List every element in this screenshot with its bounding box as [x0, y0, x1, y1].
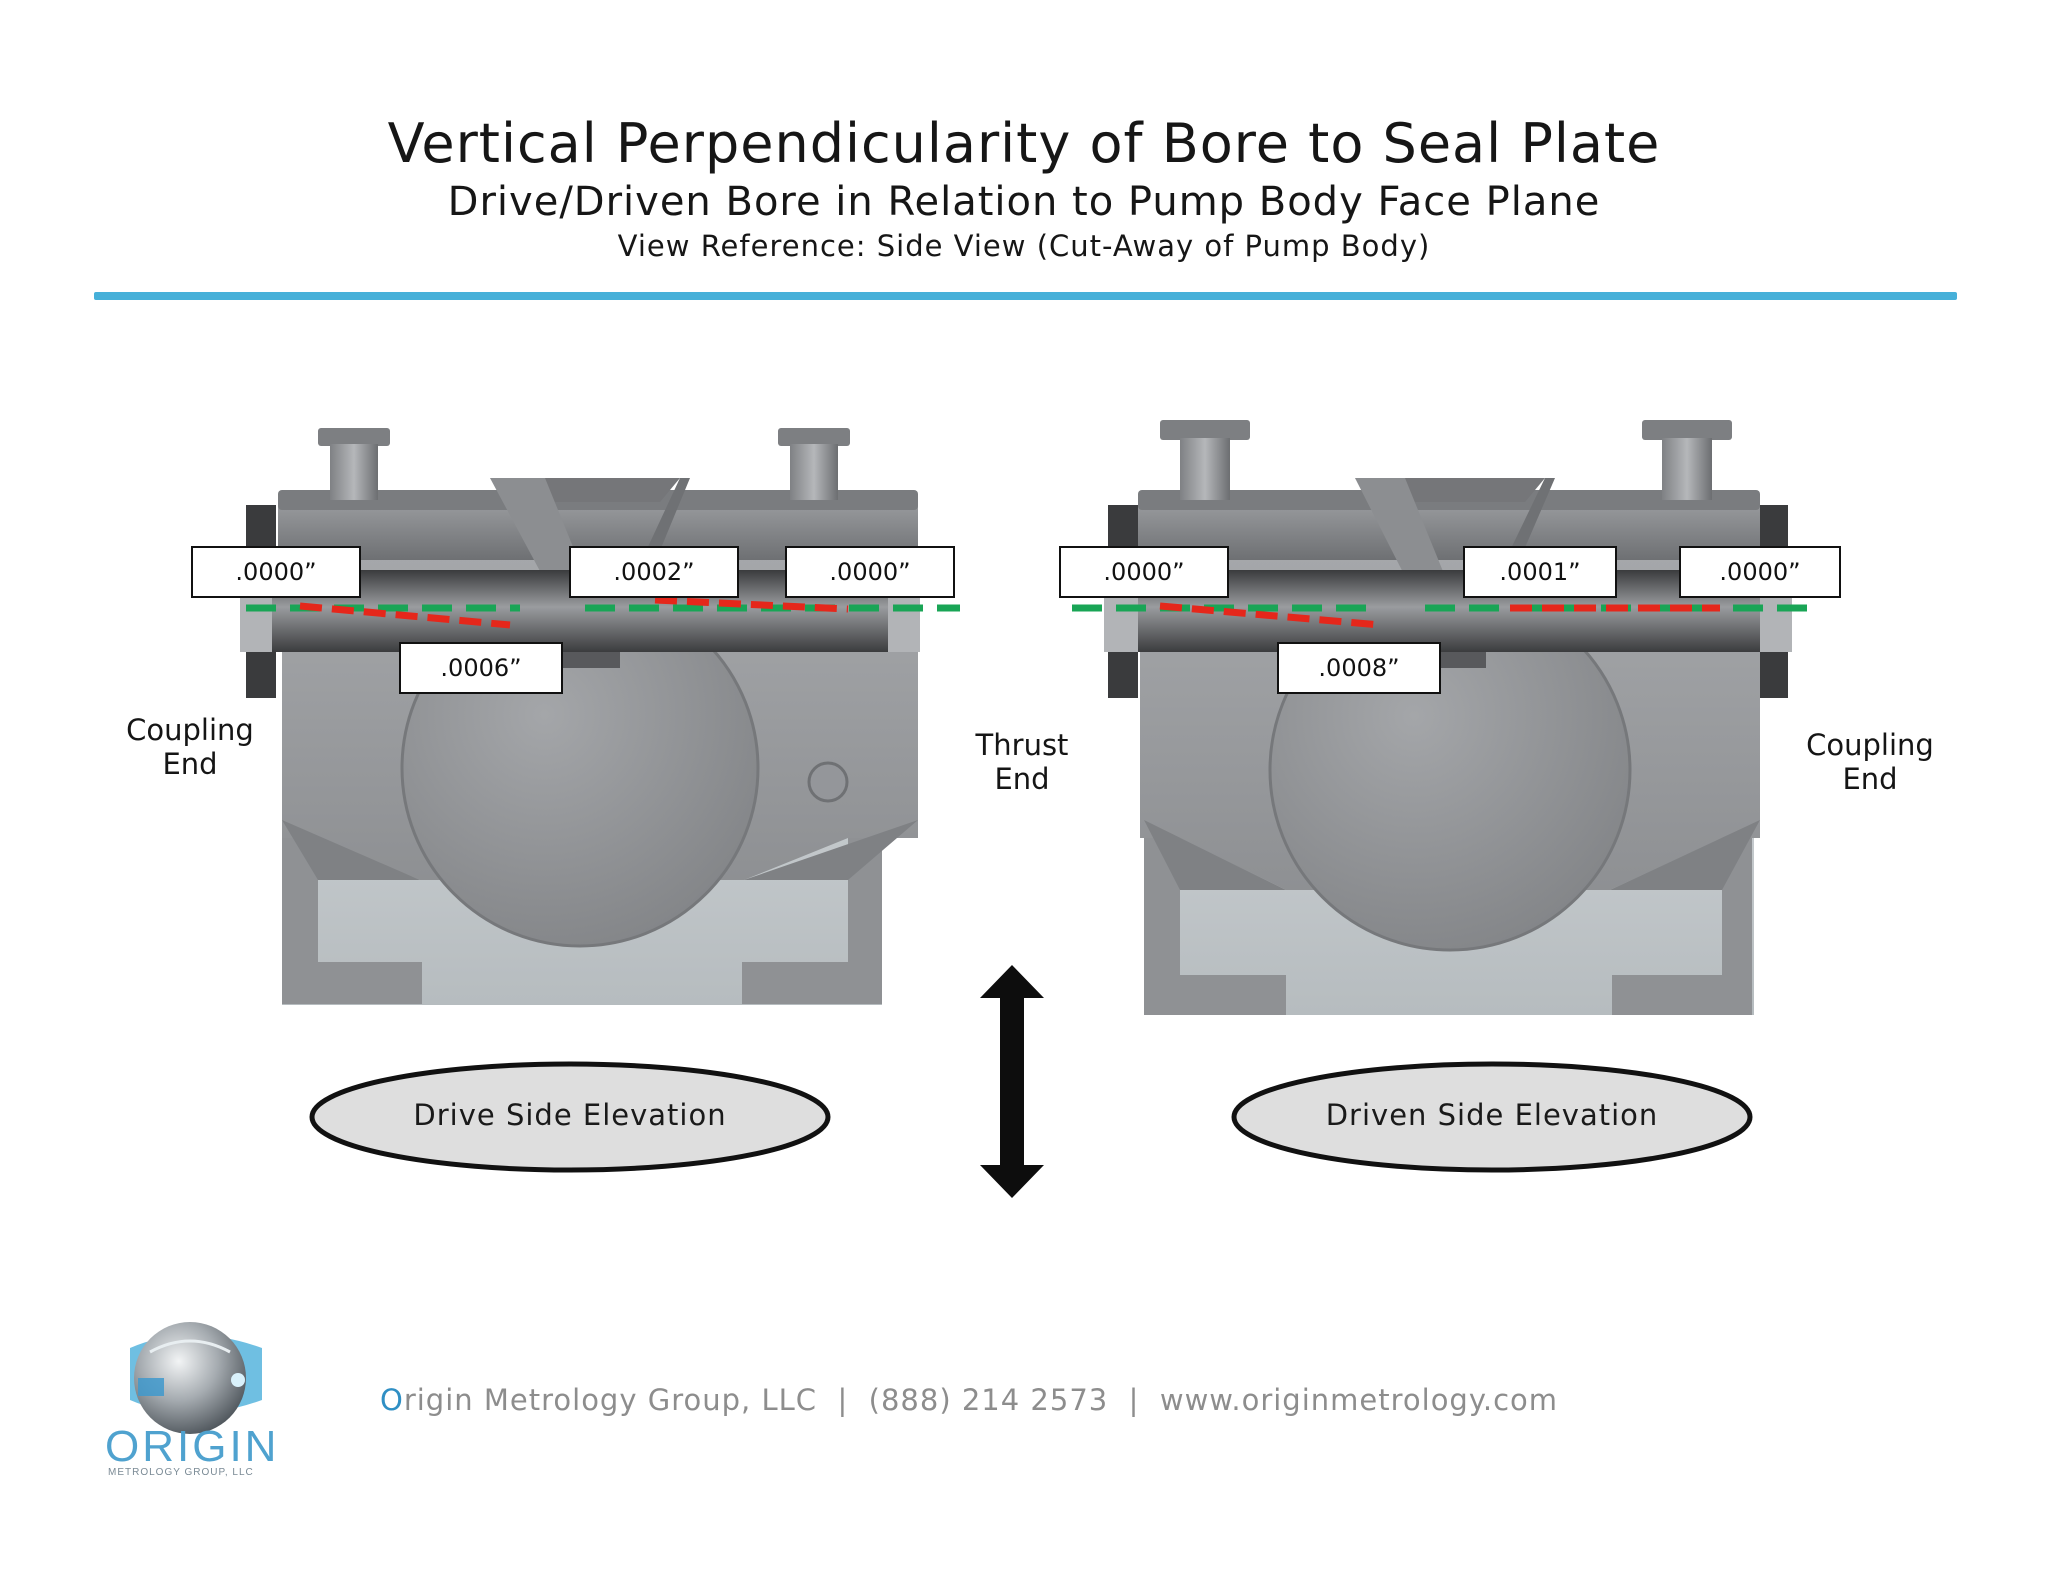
driven-side-oval	[1231, 1061, 1753, 1173]
drive-side-elevation-label: Drive Side Elevation	[413, 1098, 727, 1132]
drive-measurement-center: .0002”	[613, 558, 695, 586]
logo-tagline: METROLOGY GROUP, LLC	[108, 1467, 254, 1478]
origin-sphere-logo	[130, 1322, 262, 1434]
drive-measurement-coupling: .0000”	[235, 558, 317, 586]
measurement-boxes	[191, 546, 1841, 694]
drive-side-oval	[309, 1061, 831, 1173]
footer-contact: Origin Metrology Group, LLC | (888) 214 …	[380, 1383, 1558, 1417]
view-reference: View Reference: Side View (Cut-Away of P…	[617, 229, 1431, 263]
footer-text: rigin Metrology Group, LLC | (888) 214 2…	[403, 1383, 1559, 1417]
page-title: Vertical Perpendicularity of Bore to Sea…	[387, 112, 1661, 175]
driven-measurement-center: .0001”	[1499, 558, 1581, 586]
drive-measurement-thrust: .0000”	[829, 558, 911, 586]
coupling-end-label-right: Coupling End	[1806, 728, 1934, 796]
coupling-end-label-left: Coupling End	[126, 713, 254, 781]
double-headed-vertical-arrow-icon	[980, 965, 1044, 1198]
driven-measurement-deviation: .0008”	[1318, 654, 1400, 682]
thrust-end-label: Thrust End	[975, 728, 1069, 796]
driven-measurement-thrust: .0000”	[1103, 558, 1185, 586]
header-divider	[94, 292, 1957, 300]
driven-pump-body	[1072, 420, 1820, 1015]
driven-side-elevation-label: Driven Side Elevation	[1325, 1098, 1659, 1132]
page-subtitle: Drive/Driven Bore in Relation to Pump Bo…	[447, 179, 1601, 225]
title-block: Vertical Perpendicularity of Bore to Sea…	[0, 112, 2048, 264]
footer-accent-letter: O	[380, 1383, 404, 1417]
drive-pump-body	[240, 428, 960, 1005]
logo-name: ORIGIN	[105, 1422, 280, 1471]
drive-measurement-deviation: .0006”	[440, 654, 522, 682]
driven-measurement-coupling: .0000”	[1719, 558, 1801, 586]
